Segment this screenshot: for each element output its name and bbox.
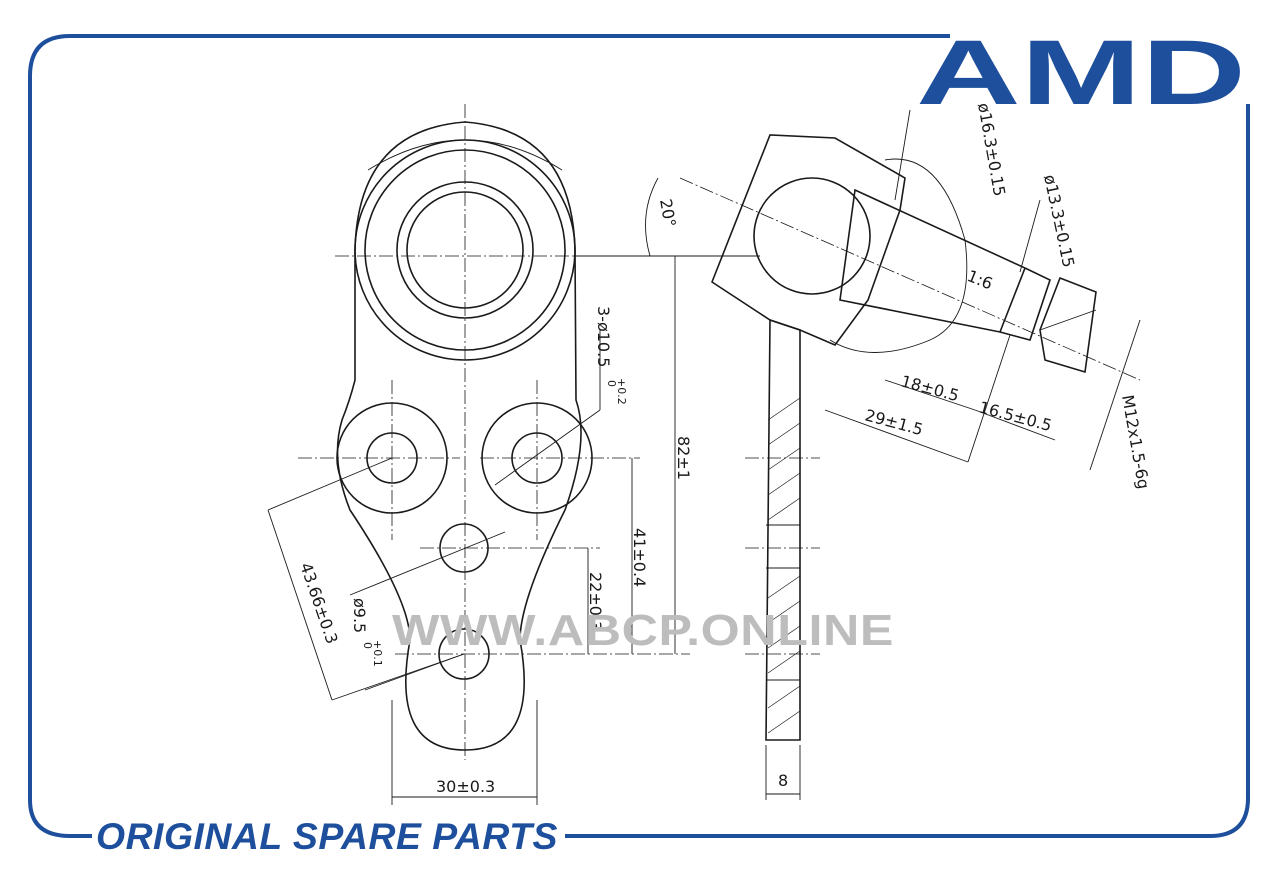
nut [1039,276,1097,374]
dim-thread: M12x1.5-6g [1118,393,1153,490]
watermark: WWW.ABCP.ONLINE [392,606,894,655]
dim-len-29: 29±1.5 [863,406,925,440]
dim-hole-3x-tol-upper: +0.2 [615,378,628,405]
dim-height-22: 22±0.3 [586,572,605,631]
dim-hole-small-tol-lower: 0 [361,642,374,649]
dim-taper: 1:6 [965,266,996,293]
ball-housing [711,134,906,346]
dust-boot [829,158,968,353]
dim-len-16-5: 16.5±0.5 [977,398,1054,436]
dim-len-18: 18±0.5 [899,372,961,406]
dim-hole-small-tol-upper: +0.1 [371,640,384,667]
stud [839,188,1027,333]
dim-thickness: 8 [778,771,788,790]
dim-hole-3x-tol-lower: 0 [605,380,618,387]
dim-height-41: 41±0.4 [630,528,649,587]
front-view [267,104,700,805]
dim-height-82: 82±1 [674,436,693,480]
brand-logo: AMD [916,22,1246,124]
dim-hole-3x: 3-ø10.5 [594,306,613,367]
dim-diag: 43.66±0.3 [296,560,342,646]
side-view [575,109,1141,800]
side-arm [765,318,801,741]
dim-angle: 20° [656,197,680,228]
front-view-outline [336,121,582,751]
dim-width: 30±0.3 [436,777,495,796]
footer-title: ORIGINAL SPARE PARTS [96,816,558,857]
ball [753,177,871,295]
side-hatch [767,397,801,734]
dimension-labels: 30±0.3 8 43.66±0.3 22±0.3 41±0.4 82±1 3-… [296,101,1153,796]
dim-stud-dia: ø13.3±0.15 [1040,173,1078,269]
drawing-frame [28,34,1250,838]
dim-hole-small: ø9.5 [350,598,369,633]
